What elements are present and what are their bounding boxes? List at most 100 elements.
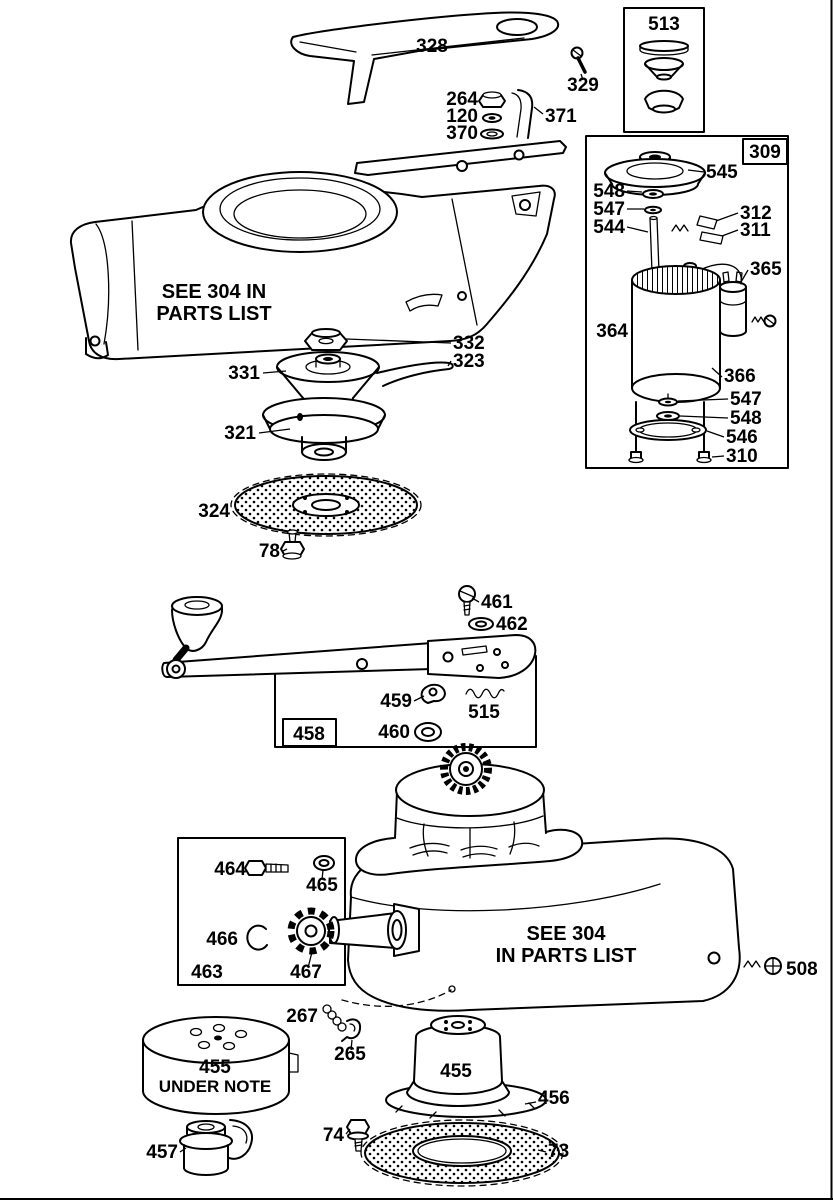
- label-78: 78: [259, 541, 280, 562]
- note-see304-upper-2: PARTS LIST: [156, 303, 271, 325]
- crank-bar: [161, 634, 537, 679]
- label-312: 312: [740, 203, 772, 224]
- crank-handle-assembly: [161, 585, 537, 748]
- starter-clutch-467-part: [287, 903, 420, 957]
- screen-73-part: [360, 1119, 564, 1187]
- label-328: 328: [416, 36, 448, 57]
- spring-515-part: [465, 688, 505, 699]
- label-548-lower: 548: [730, 408, 762, 429]
- label-457: 457: [146, 1142, 178, 1163]
- note-see304-lower-1: SEE 304: [527, 923, 607, 945]
- mounting-arm: [354, 140, 567, 176]
- screw-508-part: [743, 957, 782, 975]
- label-464: 464: [214, 859, 246, 880]
- clip-265-part: [341, 1018, 362, 1042]
- label-323: 323: [453, 351, 485, 372]
- label-455-under-note-number: 455: [199, 1057, 231, 1078]
- label-74: 74: [323, 1125, 345, 1146]
- pawl-459-part: [420, 683, 446, 704]
- label-460: 460: [378, 722, 410, 743]
- label-332: 332: [453, 333, 485, 354]
- washer-465-part: [313, 855, 335, 871]
- group-box-463: [177, 837, 346, 986]
- label-459: 459: [380, 691, 412, 712]
- bracket-328-part: [290, 11, 560, 105]
- pulley-stack-assembly: [230, 328, 454, 560]
- starter-cup-455-part: [406, 1015, 510, 1107]
- label-265: 265: [334, 1044, 366, 1065]
- note-see304-lower-2: IN PARTS LIST: [496, 945, 637, 967]
- nut-332-part: [304, 328, 348, 351]
- retainer-466-part: [246, 924, 268, 951]
- label-548-upper: 548: [593, 181, 625, 202]
- label-364: 364: [596, 321, 628, 342]
- label-309: 309: [749, 142, 781, 163]
- notes-text: SEE 304 IN PARTS LIST SEE 304 IN PARTS L…: [156, 281, 636, 1096]
- cone-pulley-331-part: [276, 351, 380, 407]
- pin-371-part: [511, 89, 534, 139]
- belt-323-part: [376, 361, 454, 387]
- label-508: 508: [786, 959, 818, 980]
- washers-shaft-548-547-544: [642, 189, 664, 273]
- label-371: 371: [545, 106, 577, 127]
- leader-lines: [179, 73, 749, 1153]
- label-467: 467: [290, 962, 322, 983]
- blower-housing: [355, 763, 584, 876]
- end-cap-stack-547-548-546-310: [628, 393, 712, 464]
- label-331: 331: [228, 363, 260, 384]
- label-329: 329: [567, 75, 599, 96]
- label-546: 546: [726, 427, 758, 448]
- screw-461-part: [458, 585, 476, 616]
- screen-324-part: [230, 473, 422, 537]
- label-455-cup: 455: [440, 1061, 472, 1082]
- label-267: 267: [286, 1006, 318, 1027]
- label-310: 310: [726, 446, 758, 467]
- label-365: 365: [750, 259, 782, 280]
- label-515: 515: [468, 702, 500, 723]
- brushes-312-311-parts: [671, 215, 724, 245]
- label-458: 458: [293, 724, 325, 745]
- solenoid-365-part: [719, 271, 777, 337]
- fastener-stack-264-120-370: [478, 91, 506, 140]
- label-513: 513: [648, 14, 680, 35]
- box-458-label-frame: [282, 718, 337, 747]
- lower-engine-assembly: [142, 743, 782, 1187]
- label-463: 463: [191, 962, 223, 983]
- assembly-guide-dashed-line: [341, 989, 452, 1007]
- upper-housing-assembly: [69, 140, 567, 361]
- label-544: 544: [593, 217, 625, 238]
- motor-364-part: [631, 262, 742, 403]
- screw-329-part: [570, 46, 587, 74]
- label-466: 466: [206, 929, 238, 950]
- label-456: 456: [538, 1088, 570, 1109]
- label-120: 120: [446, 106, 478, 127]
- gear-455-part: [440, 743, 492, 795]
- inset-box-309: [585, 135, 789, 469]
- pulley-321-part: [262, 397, 386, 461]
- inset-box-513: [623, 7, 705, 133]
- label-545: 545: [706, 162, 738, 183]
- label-311: 311: [740, 220, 771, 241]
- label-547-lower: 547: [730, 389, 762, 410]
- label-324: 324: [198, 501, 230, 522]
- label-264: 264: [446, 89, 478, 110]
- note-see304-upper-1: SEE 304 IN: [162, 281, 267, 303]
- housing-foot-hole: [89, 335, 101, 347]
- flywheel-455-under-note-part: [142, 1016, 299, 1115]
- spring-267-part: [322, 1004, 347, 1032]
- label-370: 370: [446, 123, 478, 144]
- part-labels: 328 329 264 120 370 371 513 309 545 548 …: [146, 14, 817, 1163]
- handle-knob: [171, 596, 224, 664]
- box-309-label-frame: [742, 138, 788, 165]
- pulley-545-part: [604, 151, 706, 196]
- label-73: 73: [548, 1141, 569, 1162]
- label-461: 461: [481, 592, 513, 613]
- washer-462-part: [468, 617, 494, 631]
- label-455-under-note-text: UNDER NOTE: [159, 1077, 271, 1096]
- bolt-78-part: [280, 529, 305, 560]
- ring-460-part: [414, 722, 442, 742]
- drum-457-part: [179, 1119, 253, 1176]
- label-547-upper: 547: [593, 199, 625, 220]
